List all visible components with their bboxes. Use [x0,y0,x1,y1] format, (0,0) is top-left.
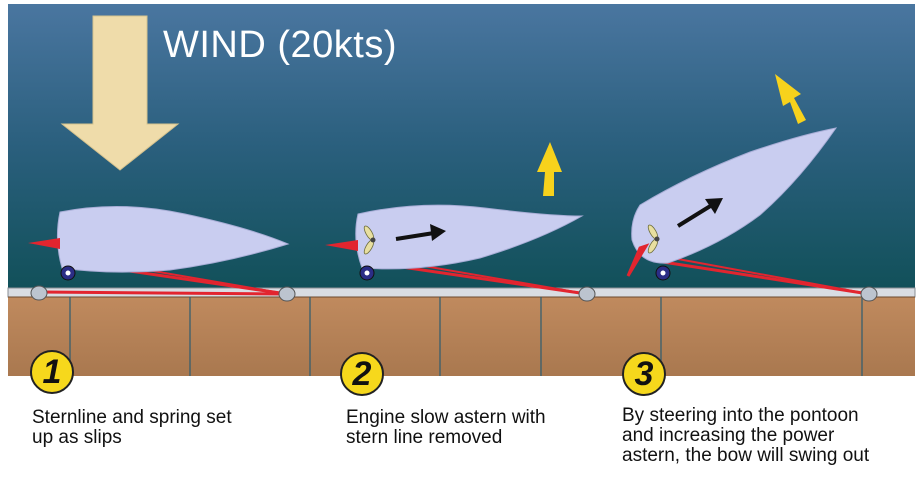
step-2-caption: Engine slow astern with stern line remov… [346,407,546,448]
swing-arrow-2 [537,142,562,196]
step-1-badge: 1 [30,350,74,394]
step-1-caption: Sternline and spring set up as slips [32,407,232,448]
hull-1 [56,206,290,273]
thrust-arrow-3 [676,198,723,228]
cleat-1a [30,285,48,301]
cleat-2 [578,286,596,302]
rudder-2 [325,240,358,251]
boat-1 [28,206,296,302]
wind-arrow [60,15,180,171]
cleat-3 [860,286,878,302]
hull-3 [631,127,838,264]
cleat-1b [278,286,296,302]
boat-3 [626,74,878,302]
boat-2 [325,142,596,302]
step-3-badge: 3 [622,352,666,396]
swing-arrow-3 [775,74,806,124]
thrust-arrow-2 [395,224,446,241]
step-3-caption: By steering into the pontoon and increas… [622,405,870,466]
propeller-icon-3 [647,224,660,254]
wind-label: WIND (20kts) [163,24,397,66]
rudder-1 [28,238,60,249]
rudder-3 [626,243,650,277]
propeller-icon-2 [363,225,376,255]
caption-panel [0,376,923,478]
step-2-badge: 2 [340,352,384,396]
pontoon [7,287,916,376]
